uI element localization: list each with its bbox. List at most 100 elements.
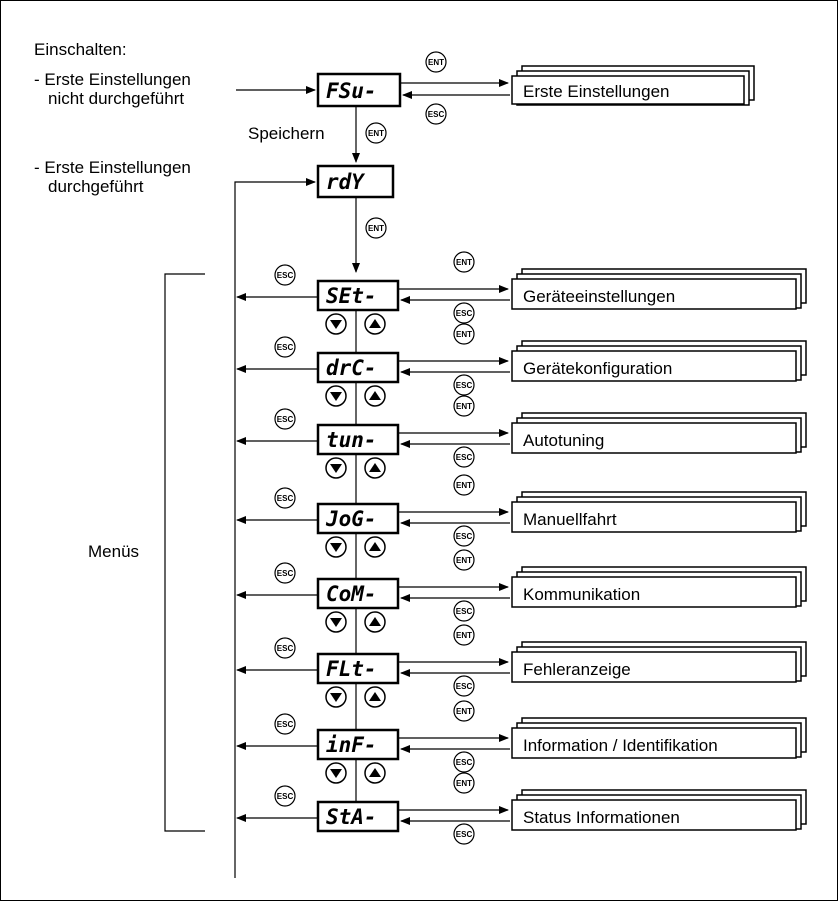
menu-esc-back-button[interactable]: ESC	[274, 264, 296, 286]
svg-text:ESC: ESC	[277, 720, 294, 729]
menu-target-box: Gerätekonfiguration	[511, 340, 807, 382]
down-arrow-icon	[330, 769, 342, 778]
menu-ent-button[interactable]: ENT	[453, 474, 475, 496]
menu-esc-button[interactable]: ESC	[453, 374, 475, 396]
menu-display[interactable]: tun-	[316, 423, 400, 456]
menu-display-text: StA-	[326, 805, 377, 829]
menu-row: inF- ESC ENT ESC Information / Identifikatio…	[236, 700, 807, 802]
menu-esc-button[interactable]: ESC	[453, 823, 475, 845]
menu-ent-button[interactable]: ENT	[453, 624, 475, 646]
menu-target-label: Autotuning	[523, 431, 604, 450]
down-arrow-button[interactable]	[325, 762, 347, 784]
menu-display-text: inF-	[326, 733, 377, 757]
menu-esc-back-button[interactable]: ESC	[274, 785, 296, 807]
menu-esc-button[interactable]: ESC	[453, 525, 475, 547]
menu-ent-button[interactable]: ENT	[453, 323, 475, 345]
down-arrow-icon	[330, 464, 342, 473]
menu-esc-button[interactable]: ESC	[453, 302, 475, 324]
svg-text:ESC: ESC	[456, 381, 473, 390]
down-arrow-button[interactable]	[325, 611, 347, 633]
up-arrow-icon	[369, 391, 381, 400]
svg-text:ENT: ENT	[456, 258, 472, 267]
down-arrow-icon	[330, 618, 342, 627]
fsu-ent-button[interactable]: ENT	[425, 51, 447, 73]
svg-text:ESC: ESC	[277, 644, 294, 653]
menu-target-label: Kommunikation	[523, 585, 640, 604]
down-arrow-button[interactable]	[325, 686, 347, 708]
menu-target-box: Information / Identifikation	[511, 717, 807, 759]
menu-display-text: tun-	[326, 428, 377, 452]
up-arrow-button[interactable]	[364, 611, 386, 633]
menu-display[interactable]: SEt-	[316, 279, 400, 312]
menu-target-box: Kommunikation	[511, 566, 807, 608]
down-arrow-button[interactable]	[325, 457, 347, 479]
up-arrow-button[interactable]	[364, 762, 386, 784]
svg-text:ESC: ESC	[277, 271, 294, 280]
menu-display-text: JoG-	[325, 507, 377, 531]
menu-display[interactable]: StA-	[316, 800, 400, 833]
up-arrow-icon	[369, 768, 381, 777]
down-arrow-button[interactable]	[325, 536, 347, 558]
rdy-ent-button[interactable]: ENT	[365, 217, 387, 239]
menu-esc-back-button[interactable]: ESC	[274, 487, 296, 509]
menu-esc-button[interactable]: ESC	[453, 675, 475, 697]
svg-text:ENT: ENT	[456, 330, 472, 339]
menu-ent-button[interactable]: ENT	[453, 251, 475, 273]
svg-text:ESC: ESC	[456, 453, 473, 462]
menu-display-text: drC-	[326, 356, 377, 380]
up-arrow-button[interactable]	[364, 536, 386, 558]
up-arrow-button[interactable]	[364, 313, 386, 335]
menu-esc-back-button[interactable]: ESC	[274, 637, 296, 659]
menu-esc-back-button[interactable]: ESC	[274, 336, 296, 358]
menu-display-text: SEt-	[326, 284, 377, 308]
menus-label: Menüs	[88, 542, 139, 561]
menu-display[interactable]: inF-	[316, 728, 400, 761]
menu-esc-back-button[interactable]: ESC	[274, 713, 296, 735]
down-arrow-icon	[330, 320, 342, 329]
menu-esc-button[interactable]: ESC	[453, 751, 475, 773]
menu-row: StA- ESC ENT ESC Status Informationen	[236, 772, 807, 845]
svg-text:ESC: ESC	[456, 682, 473, 691]
menu-row: CoM- ESC ENT ESC Kommunikation	[236, 549, 807, 654]
menu-esc-back-button[interactable]: ESC	[274, 562, 296, 584]
menu-target-box: Status Informationen	[511, 789, 807, 831]
up-arrow-button[interactable]	[364, 686, 386, 708]
menu-display[interactable]: FLt-	[316, 652, 400, 685]
menu-esc-button[interactable]: ESC	[453, 600, 475, 622]
up-arrow-icon	[369, 463, 381, 472]
down-arrow-icon	[330, 543, 342, 552]
menu-ent-button[interactable]: ENT	[453, 700, 475, 722]
svg-text:ESC: ESC	[456, 607, 473, 616]
menu-display[interactable]: CoM-	[316, 577, 400, 610]
rdy-display[interactable]: rdY	[316, 164, 395, 199]
down-arrow-icon	[330, 392, 342, 401]
menu-esc-button[interactable]: ESC	[453, 446, 475, 468]
menu-display-text: CoM-	[326, 582, 377, 606]
svg-text:ESC: ESC	[277, 569, 294, 578]
down-arrow-button[interactable]	[325, 313, 347, 335]
fsu-display[interactable]: FSu-	[316, 72, 402, 108]
intro-title: Einschalten:	[34, 40, 127, 59]
first-settings-done-line2: durchgeführt	[48, 177, 144, 196]
menu-ent-button[interactable]: ENT	[453, 772, 475, 794]
svg-text:ENT: ENT	[456, 779, 472, 788]
menu-esc-back-button[interactable]: ESC	[274, 408, 296, 430]
menu-display[interactable]: JoG-	[316, 502, 400, 535]
save-ent-button[interactable]: ENT	[365, 122, 387, 144]
menu-target-label: Geräteeinstellungen	[523, 287, 675, 306]
svg-text:ESC: ESC	[277, 494, 294, 503]
svg-text:ESC: ESC	[456, 758, 473, 767]
up-arrow-button[interactable]	[364, 385, 386, 407]
fsu-esc-button[interactable]: ESC	[425, 103, 447, 125]
up-arrow-button[interactable]	[364, 457, 386, 479]
down-arrow-button[interactable]	[325, 385, 347, 407]
svg-text:ESC: ESC	[456, 830, 473, 839]
menu-rows: SEt-ESCENTESCGeräteeinstellungendrC-ESCE…	[236, 251, 807, 845]
menu-ent-button[interactable]: ENT	[453, 549, 475, 571]
menu-ent-button[interactable]: ENT	[453, 395, 475, 417]
menu-display[interactable]: drC-	[316, 351, 400, 384]
svg-text:ESC: ESC	[428, 110, 445, 119]
